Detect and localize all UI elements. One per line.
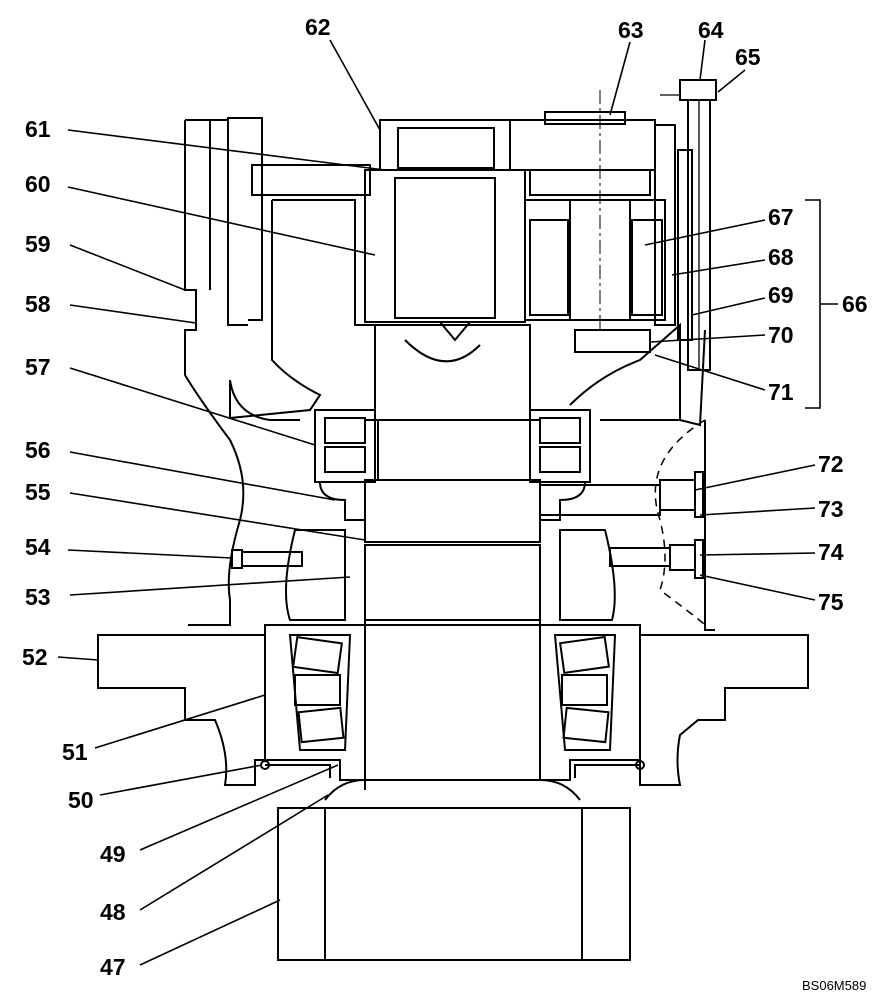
callout-49: 49 <box>100 841 126 867</box>
callout-57: 57 <box>25 354 51 380</box>
callout-71: 71 <box>768 379 794 405</box>
callout-53: 53 <box>25 584 51 610</box>
callout-68: 68 <box>768 244 794 270</box>
callout-64: 64 <box>698 17 724 43</box>
leader-lines <box>57 39 816 966</box>
callout-61: 61 <box>25 116 51 142</box>
callout-60: 60 <box>25 171 51 197</box>
callout-52: 52 <box>22 644 48 670</box>
callout-50: 50 <box>68 787 94 813</box>
callout-69: 69 <box>768 282 794 308</box>
callout-66: 66 <box>842 291 868 317</box>
callout-63: 63 <box>618 17 644 43</box>
callout-54: 54 <box>25 534 51 560</box>
callout-labels: 47 48 49 50 51 52 53 54 55 56 57 58 59 6… <box>22 14 868 980</box>
group-66-bracket <box>805 199 838 409</box>
callout-67: 67 <box>768 204 794 230</box>
callout-48: 48 <box>100 899 126 925</box>
callout-58: 58 <box>25 291 51 317</box>
pinion <box>277 778 631 961</box>
bolt <box>660 79 717 371</box>
callout-74: 74 <box>818 539 844 565</box>
figure-code: BS06M589 <box>802 978 866 993</box>
callout-62: 62 <box>305 14 331 40</box>
plugs-right <box>539 419 706 626</box>
callout-65: 65 <box>735 44 761 70</box>
callout-51: 51 <box>62 739 88 765</box>
callout-59: 59 <box>25 231 51 257</box>
callout-72: 72 <box>818 451 844 477</box>
shaft <box>364 324 541 781</box>
callout-73: 73 <box>818 496 844 522</box>
lower-bearing <box>260 634 645 778</box>
callout-56: 56 <box>25 437 51 463</box>
callout-55: 55 <box>25 479 51 505</box>
callout-75: 75 <box>818 589 844 615</box>
lower-housing <box>97 529 809 786</box>
callout-47: 47 <box>100 954 126 980</box>
upper-gear-block <box>364 90 693 353</box>
callout-70: 70 <box>768 322 794 348</box>
plug-left <box>231 549 303 569</box>
upper-bearing <box>314 409 591 521</box>
